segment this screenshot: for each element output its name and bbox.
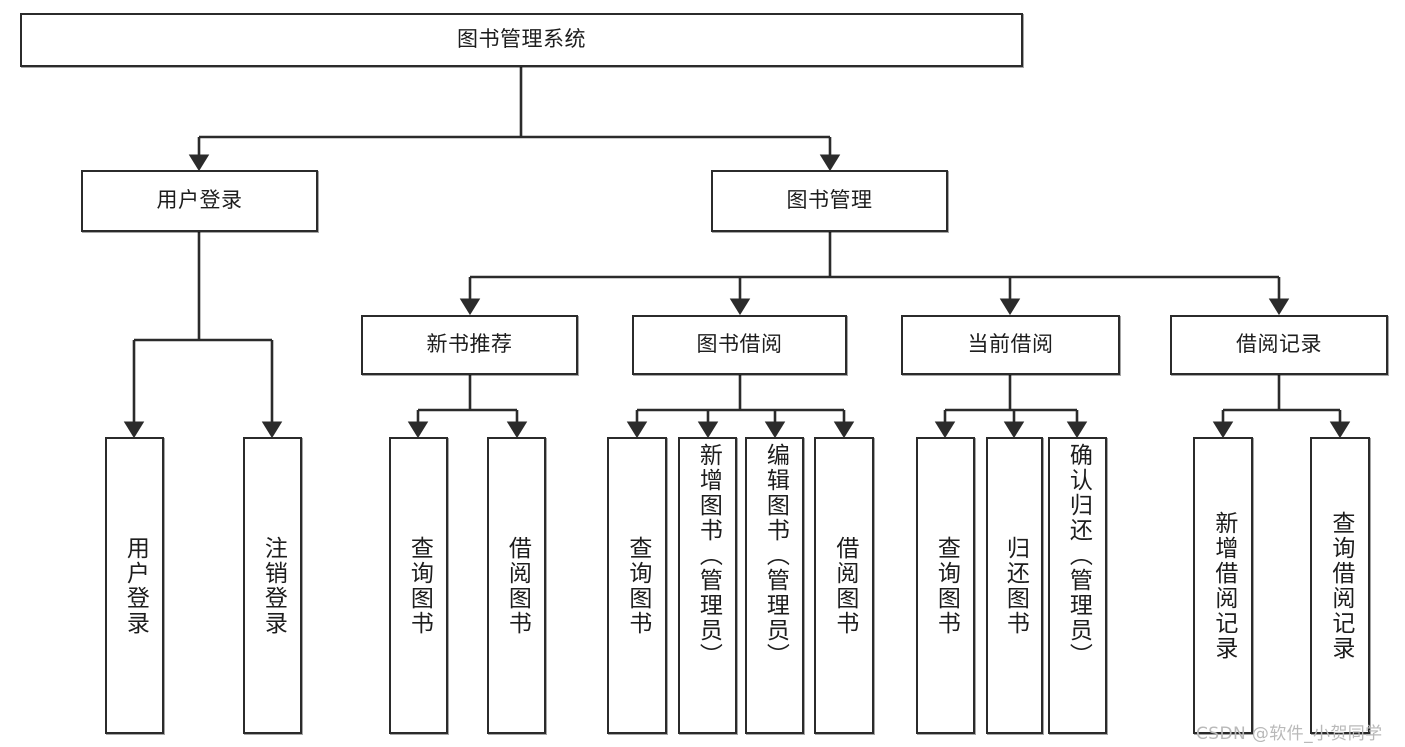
node-new-book-rec[interactable]: 新书推荐	[361, 315, 578, 375]
node-borrow-record[interactable]: 借阅记录	[1170, 315, 1388, 375]
csdn-watermark: CSDN @软件_小贺同学	[1196, 724, 1383, 744]
node-user-login-label: 用户登录	[156, 188, 243, 213]
node-current-borrow[interactable]: 当前借阅	[901, 315, 1120, 375]
node-root[interactable]: 图书管理系统	[20, 13, 1023, 67]
leaf-query-record[interactable]: 查询借阅记录	[1310, 437, 1370, 734]
leaf-return-book-label: 归还图书	[1002, 535, 1029, 636]
leaf-query-book-2[interactable]: 查询图书	[607, 437, 667, 734]
leaf-confirm-return[interactable]: 确认归还（管理员）	[1048, 437, 1107, 734]
leaf-edit-book[interactable]: 编辑图书（管理员）	[745, 437, 804, 734]
node-user-login[interactable]: 用户登录	[81, 170, 318, 232]
node-book-borrow-label: 图书借阅	[696, 332, 783, 357]
leaf-add-book[interactable]: 新增图书（管理员）	[678, 437, 737, 734]
leaf-add-record-label: 新增借阅记录	[1210, 510, 1237, 661]
leaf-add-record[interactable]: 新增借阅记录	[1193, 437, 1253, 734]
leaf-logout-label: 注销登录	[260, 535, 287, 636]
node-root-label: 图书管理系统	[457, 27, 586, 52]
leaf-borrow-book-2-label: 借阅图书	[831, 535, 858, 636]
edges-newbookrec-to-leaves	[407, 375, 528, 439]
edges-currentborrow-to-leaves	[934, 375, 1088, 439]
edges-root-to-level2	[188, 67, 841, 172]
leaf-user-login[interactable]: 用户登录	[105, 437, 164, 734]
node-current-borrow-label: 当前借阅	[967, 332, 1054, 357]
leaf-user-login-label: 用户登录	[122, 535, 149, 636]
leaf-borrow-book-1[interactable]: 借阅图书	[487, 437, 546, 734]
node-new-book-rec-label: 新书推荐	[426, 332, 513, 357]
node-borrow-record-label: 借阅记录	[1236, 332, 1322, 357]
leaf-borrow-book-1-label: 借阅图书	[504, 535, 531, 636]
leaf-confirm-return-label: 确认归还（管理员）	[1065, 443, 1092, 668]
leaf-edit-book-label: 编辑图书（管理员）	[762, 443, 789, 668]
leaf-query-book-3-label: 查询图书	[933, 535, 960, 636]
edges-borrowrecord-to-leaves	[1212, 375, 1351, 439]
leaf-query-book-1-label: 查询图书	[406, 535, 433, 636]
node-book-borrow[interactable]: 图书借阅	[632, 315, 847, 375]
edges-bookmanage-to-level3	[459, 232, 1290, 316]
leaf-borrow-book-2[interactable]: 借阅图书	[814, 437, 874, 734]
leaf-query-book-2-label: 查询图书	[624, 535, 651, 636]
leaf-logout[interactable]: 注销登录	[243, 437, 302, 734]
node-book-manage[interactable]: 图书管理	[711, 170, 948, 232]
edges-bookborrow-to-leaves	[626, 375, 855, 439]
leaf-add-book-label: 新增图书（管理员）	[695, 443, 722, 668]
leaf-query-book-1[interactable]: 查询图书	[389, 437, 448, 734]
leaf-return-book[interactable]: 归还图书	[986, 437, 1043, 734]
leaf-query-record-label: 查询借阅记录	[1327, 510, 1354, 661]
node-book-manage-label: 图书管理	[786, 188, 873, 213]
leaf-query-book-3[interactable]: 查询图书	[916, 437, 975, 734]
edges-userlogin-to-leaves	[123, 232, 283, 439]
